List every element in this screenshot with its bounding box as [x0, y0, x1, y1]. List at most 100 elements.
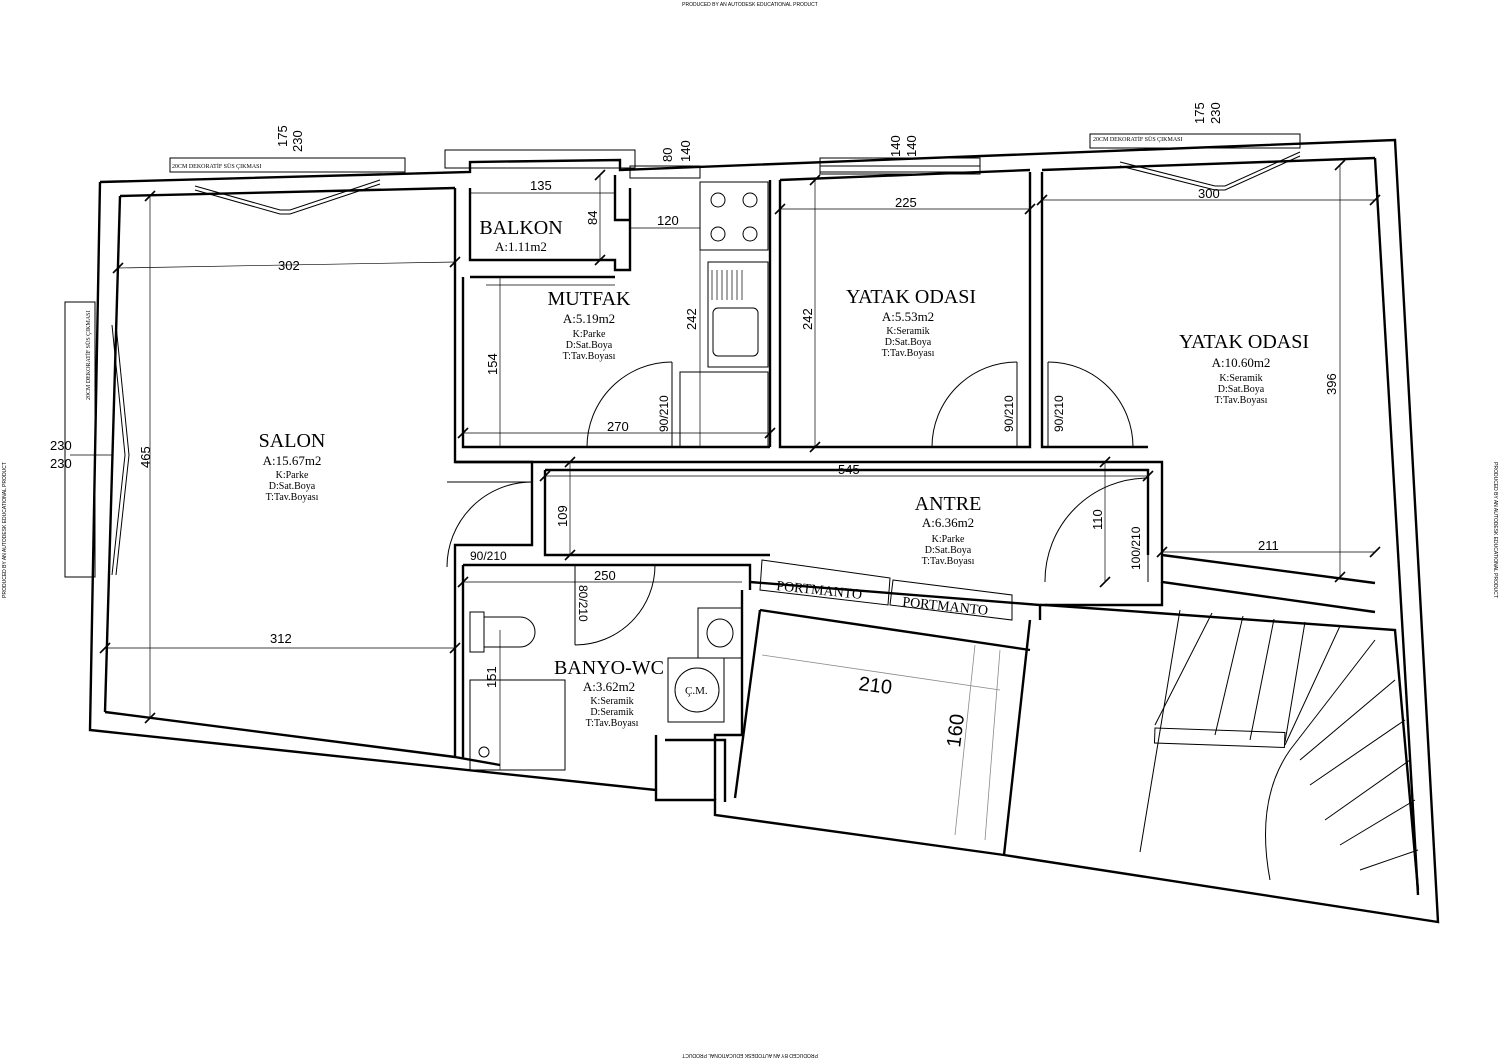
dim-yatak1-height: 242: [800, 308, 815, 330]
svg-text:K:Seramik: K:Seramik: [590, 696, 633, 707]
dim-yatak2-height: 396: [1324, 373, 1339, 395]
svg-text:80: 80: [660, 148, 675, 162]
room-yatak1-name: YATAK ODASI: [846, 286, 976, 308]
window-dimensions: 175 230 80 140 140 140 175 230 230 230: [50, 102, 1223, 471]
svg-text:230: 230: [1208, 102, 1223, 124]
dim-salon-height: 465: [138, 446, 153, 468]
dim-banyo-height: 151: [484, 666, 499, 688]
room-banyo-name: BANYO-WC: [554, 657, 664, 679]
dim-yatak1-width: 225: [895, 195, 917, 210]
svg-text:K:Seramik: K:Seramik: [1219, 373, 1262, 384]
svg-text:80/210: 80/210: [576, 585, 590, 622]
door-yatak1: 90/210: [931, 361, 1018, 448]
dim-antre-right: 110: [1090, 509, 1105, 530]
door-mutfak: 90/210: [586, 361, 673, 448]
door-banyo: 80/210: [574, 564, 656, 646]
svg-text:T:Tav.Boyası: T:Tav.Boyası: [1215, 395, 1268, 406]
dim-mutfak-width: 270: [607, 419, 629, 434]
room-yatak2: YATAK ODASI A:10.60m2 K:Seramik D:Sat.Bo…: [1179, 331, 1309, 406]
room-antre-name: ANTRE: [915, 493, 982, 515]
room-yatak1: YATAK ODASI A:5.53m2 K:Seramik D:Sat.Boy…: [846, 286, 976, 359]
watermark-left: PRODUCED BY AN AUTODESK EDUCATIONAL PROD…: [2, 462, 8, 598]
dim-balkon-width: 135: [530, 178, 552, 193]
room-yatak2-area: A:10.60m2: [1212, 355, 1271, 370]
dim-yatak2-width: 300: [1198, 186, 1220, 201]
dim-salon-width: 302: [278, 258, 300, 273]
room-antre: ANTRE A:6.36m2 K:Parke D:Sat.Boya T:Tav.…: [915, 493, 982, 567]
washing-machine: [667, 657, 725, 723]
svg-text:100/210: 100/210: [1129, 526, 1143, 570]
room-mutfak: MUTFAK A:5.19m2 K:Parke D:Sat.Boya T:Tav…: [548, 288, 632, 362]
dim-mutfak-height: 242: [684, 308, 699, 330]
svg-text:K:Seramik: K:Seramik: [886, 326, 929, 337]
watermark-right: PRODUCED BY AN AUTODESK EDUCATIONAL PROD…: [1492, 462, 1498, 598]
lift-width: 210: [857, 673, 893, 699]
svg-text:K:Parke: K:Parke: [932, 534, 965, 545]
staircase: [1139, 609, 1419, 881]
svg-text:20CM DEKORATİF SÜS ÇIKMASI: 20CM DEKORATİF SÜS ÇIKMASI: [172, 163, 262, 170]
svg-text:90/210: 90/210: [1002, 395, 1016, 432]
svg-text:K:Parke: K:Parke: [573, 329, 606, 340]
room-balkon-area: A:1.11m2: [495, 239, 547, 254]
svg-text:D:Sat.Boya: D:Sat.Boya: [566, 340, 613, 351]
ornament-notes: 20CM DEKORATİF SÜS ÇIKMASI 20CM DEKORATİ…: [85, 136, 1183, 400]
svg-text:D:Sat.Boya: D:Sat.Boya: [885, 337, 932, 348]
svg-text:140: 140: [888, 135, 903, 157]
svg-text:90/210: 90/210: [470, 549, 507, 563]
toilet: [469, 611, 485, 653]
room-salon-name: SALON: [259, 430, 326, 452]
room-salon: SALON A:15.67m2 K:Parke D:Sat.Boya T:Tav…: [259, 430, 326, 503]
dim-yatak2-bottom: 211: [1258, 538, 1279, 553]
svg-text:D:Sat.Boya: D:Sat.Boya: [925, 545, 972, 556]
shower-icon: [478, 746, 490, 758]
room-antre-area: A:6.36m2: [922, 515, 974, 530]
svg-text:PORTMANTO: PORTMANTO: [776, 579, 863, 603]
doors: 90/210 90/210 90/210 90/210 100/210 80/2…: [446, 361, 1149, 646]
dim-banyo-width: 250: [594, 568, 616, 583]
door-yatak2: 90/210: [1047, 361, 1134, 448]
svg-text:140: 140: [904, 135, 919, 157]
svg-text:D:Sat.Boya: D:Sat.Boya: [1218, 384, 1265, 395]
room-banyo-area: A:3.62m2: [583, 679, 635, 694]
svg-text:PORTMANTO: PORTMANTO: [902, 595, 989, 619]
svg-text:T:Tav.Boyası: T:Tav.Boyası: [586, 718, 639, 729]
svg-text:K:Parke: K:Parke: [276, 470, 309, 481]
svg-text:T:Tav.Boyası: T:Tav.Boyası: [563, 351, 616, 362]
svg-text:T:Tav.Boyası: T:Tav.Boyası: [266, 492, 319, 503]
svg-text:20CM DEKORATİF SÜS ÇIKMASI: 20CM DEKORATİF SÜS ÇIKMASI: [85, 310, 92, 400]
room-mutfak-name: MUTFAK: [548, 288, 632, 310]
basin: [697, 607, 743, 659]
room-balkon-name: BALKON: [479, 217, 562, 239]
svg-text:175: 175: [275, 125, 290, 147]
dim-antre-width: 545: [838, 462, 860, 477]
room-balkon: BALKON A:1.11m2: [479, 217, 562, 254]
watermark-top: PRODUCED BY AN AUTODESK EDUCATIONAL PROD…: [682, 2, 818, 8]
svg-text:230: 230: [50, 456, 72, 471]
svg-text:20CM DEKORATİF SÜS ÇIKMASI: 20CM DEKORATİF SÜS ÇIKMASI: [1093, 136, 1183, 143]
bathroom-fixtures: Ç.M.: [469, 607, 743, 771]
svg-text:T:Tav.Boyası: T:Tav.Boyası: [922, 556, 975, 567]
door-salon: 90/210: [446, 481, 533, 568]
svg-text:175: 175: [1192, 102, 1207, 124]
dim-mutfak-left: 154: [485, 353, 500, 375]
lift-shaft: 210 160: [761, 644, 1001, 841]
portmanto: PORTMANTO PORTMANTO: [759, 559, 1013, 621]
dim-salon-width-bottom: 312: [270, 631, 292, 646]
dim-balkon-depth: 84: [585, 211, 600, 225]
dim-antre-height: 109: [555, 505, 570, 527]
room-salon-area: A:15.67m2: [263, 453, 322, 468]
watermark-bottom: PRODUCED BY AN AUTODESK EDUCATIONAL PROD…: [682, 1052, 818, 1058]
room-mutfak-area: A:5.19m2: [563, 311, 615, 326]
door-entrance: 100/210: [1044, 477, 1149, 583]
kitchen-fixtures: [486, 181, 769, 448]
windows: [64, 133, 1301, 578]
svg-text:230: 230: [290, 130, 305, 152]
room-yatak2-name: YATAK ODASI: [1179, 331, 1309, 353]
kitchen-sink: [707, 261, 769, 368]
svg-text:D:Seramik: D:Seramik: [590, 707, 633, 718]
room-yatak1-area: A:5.53m2: [882, 309, 934, 324]
svg-text:90/210: 90/210: [1052, 395, 1066, 432]
svg-text:140: 140: [678, 140, 693, 162]
room-banyo: BANYO-WC A:3.62m2 K:Seramik D:Seramik T:…: [554, 657, 664, 729]
